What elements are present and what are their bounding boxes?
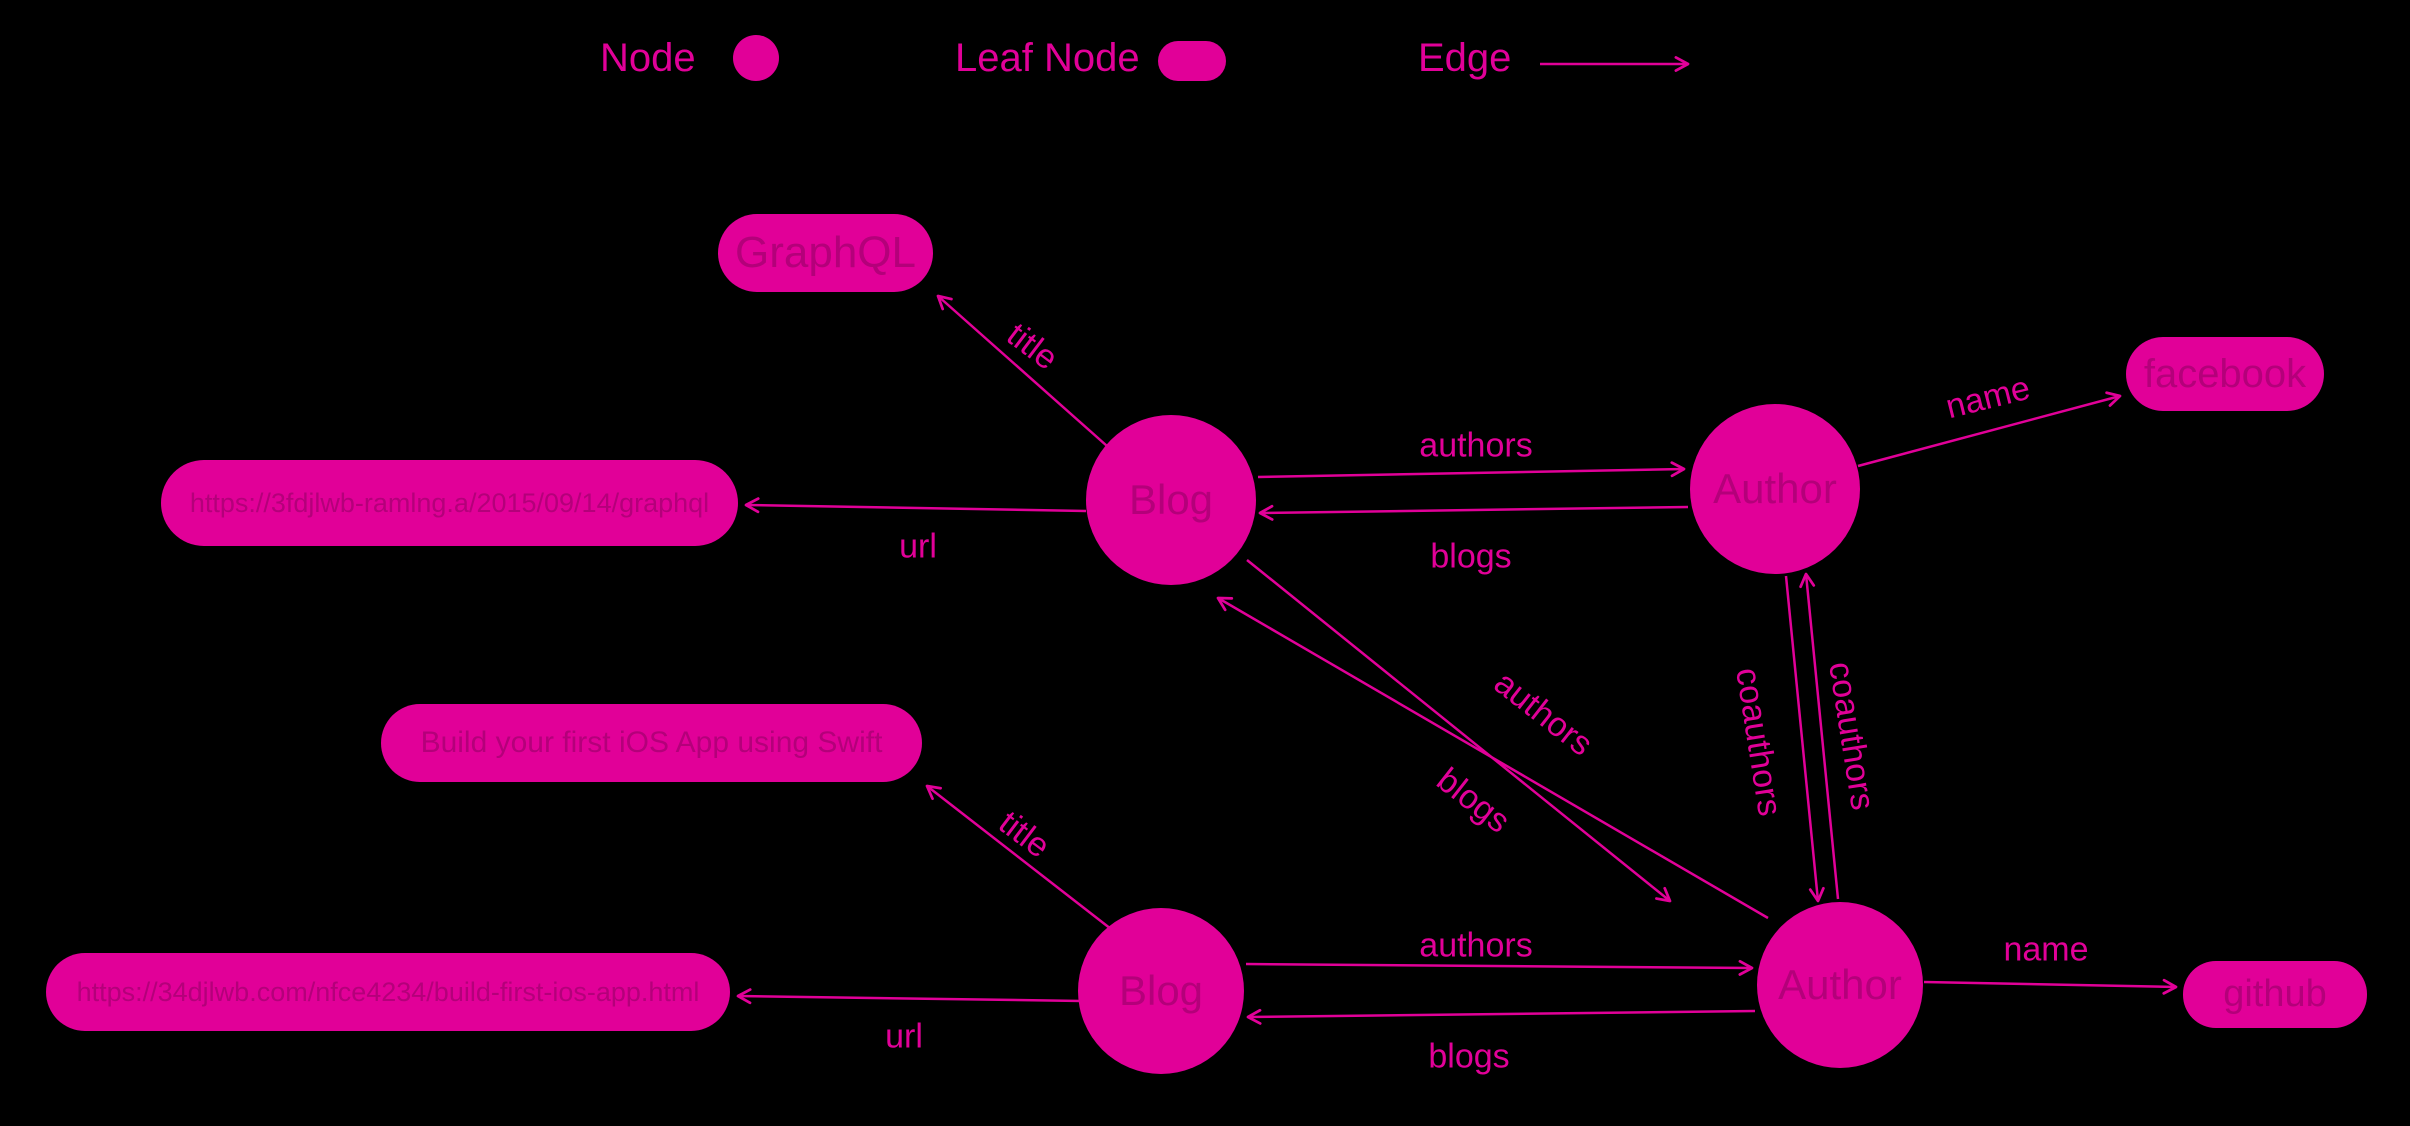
leaf-name-bottom: github [2183, 961, 2367, 1028]
edge-url-top [744, 497, 1087, 514]
edge-authors-diagonal [1246, 559, 1672, 903]
edge-authors-top [1257, 461, 1686, 479]
edge-title-bottom [925, 784, 1121, 937]
edge-label-url-top: url [899, 527, 937, 566]
edge-blogs-diagonal [1216, 596, 1769, 920]
edge-label-blogs-bottom: blogs [1428, 1037, 1510, 1076]
legend-edge-label: Edge [1418, 36, 1512, 80]
node-blog-bottom-label: Blog [1118, 967, 1204, 1014]
edge-name-bottom [1923, 978, 2178, 995]
leaf-title-top: GraphQL [718, 214, 933, 292]
edge-coauthors-up [1799, 572, 1840, 900]
node-author-bottom: Author [1757, 902, 1923, 1068]
edge-blogs-top [1258, 504, 1689, 521]
legend-leaf-node-swatch [1158, 41, 1226, 81]
leaf-url-bottom-label: https://34djlwb.com/nfce4234/build-first… [76, 976, 700, 1007]
edge-label-authors-bottom: authors [1419, 926, 1533, 965]
node-author-bottom-label: Author [1778, 961, 1902, 1008]
edge-title-top [936, 294, 1108, 447]
edge-authors-bottom [1245, 959, 1754, 976]
edge-name-top [1857, 391, 2122, 468]
edge-label-authors-top: authors [1419, 426, 1533, 465]
node-blog-top-label: Blog [1128, 476, 1214, 523]
leaf-url-bottom: https://34djlwb.com/nfce4234/build-first… [46, 953, 730, 1031]
legend-node-swatch [733, 35, 779, 81]
edge-label-name-bottom: name [2003, 930, 2089, 969]
legend-node-label: Node [600, 36, 696, 80]
leaf-title-bottom-label: Build your first iOS App using Swift [420, 726, 883, 759]
leaf-name-bottom-label: github [2223, 973, 2327, 1015]
edge-url-bottom [736, 988, 1083, 1005]
leaf-name-top: facebook [2126, 337, 2324, 411]
node-blog-bottom: Blog [1078, 908, 1244, 1074]
node-blog-top: Blog [1086, 415, 1256, 585]
node-author-top: Author [1690, 404, 1860, 574]
leaf-name-top-label: facebook [2143, 351, 2307, 396]
leaf-title-bottom: Build your first iOS App using Swift [381, 704, 922, 782]
leaf-title-top-label: GraphQL [735, 228, 916, 277]
legend-leaf-node-label: Leaf Node [955, 36, 1140, 80]
node-author-top-label: Author [1713, 465, 1837, 512]
leaf-url-top-label: https://3fdjlwb-ramlng.a/2015/09/14/grap… [189, 487, 710, 518]
edge-label-blogs-top: blogs [1430, 537, 1512, 576]
edge-blogs-bottom [1246, 1008, 1756, 1025]
edge-label-url-bottom: url [885, 1017, 923, 1056]
leaf-url-top: https://3fdjlwb-ramlng.a/2015/09/14/grap… [161, 460, 738, 546]
edge-coauthors-down [1784, 575, 1825, 903]
